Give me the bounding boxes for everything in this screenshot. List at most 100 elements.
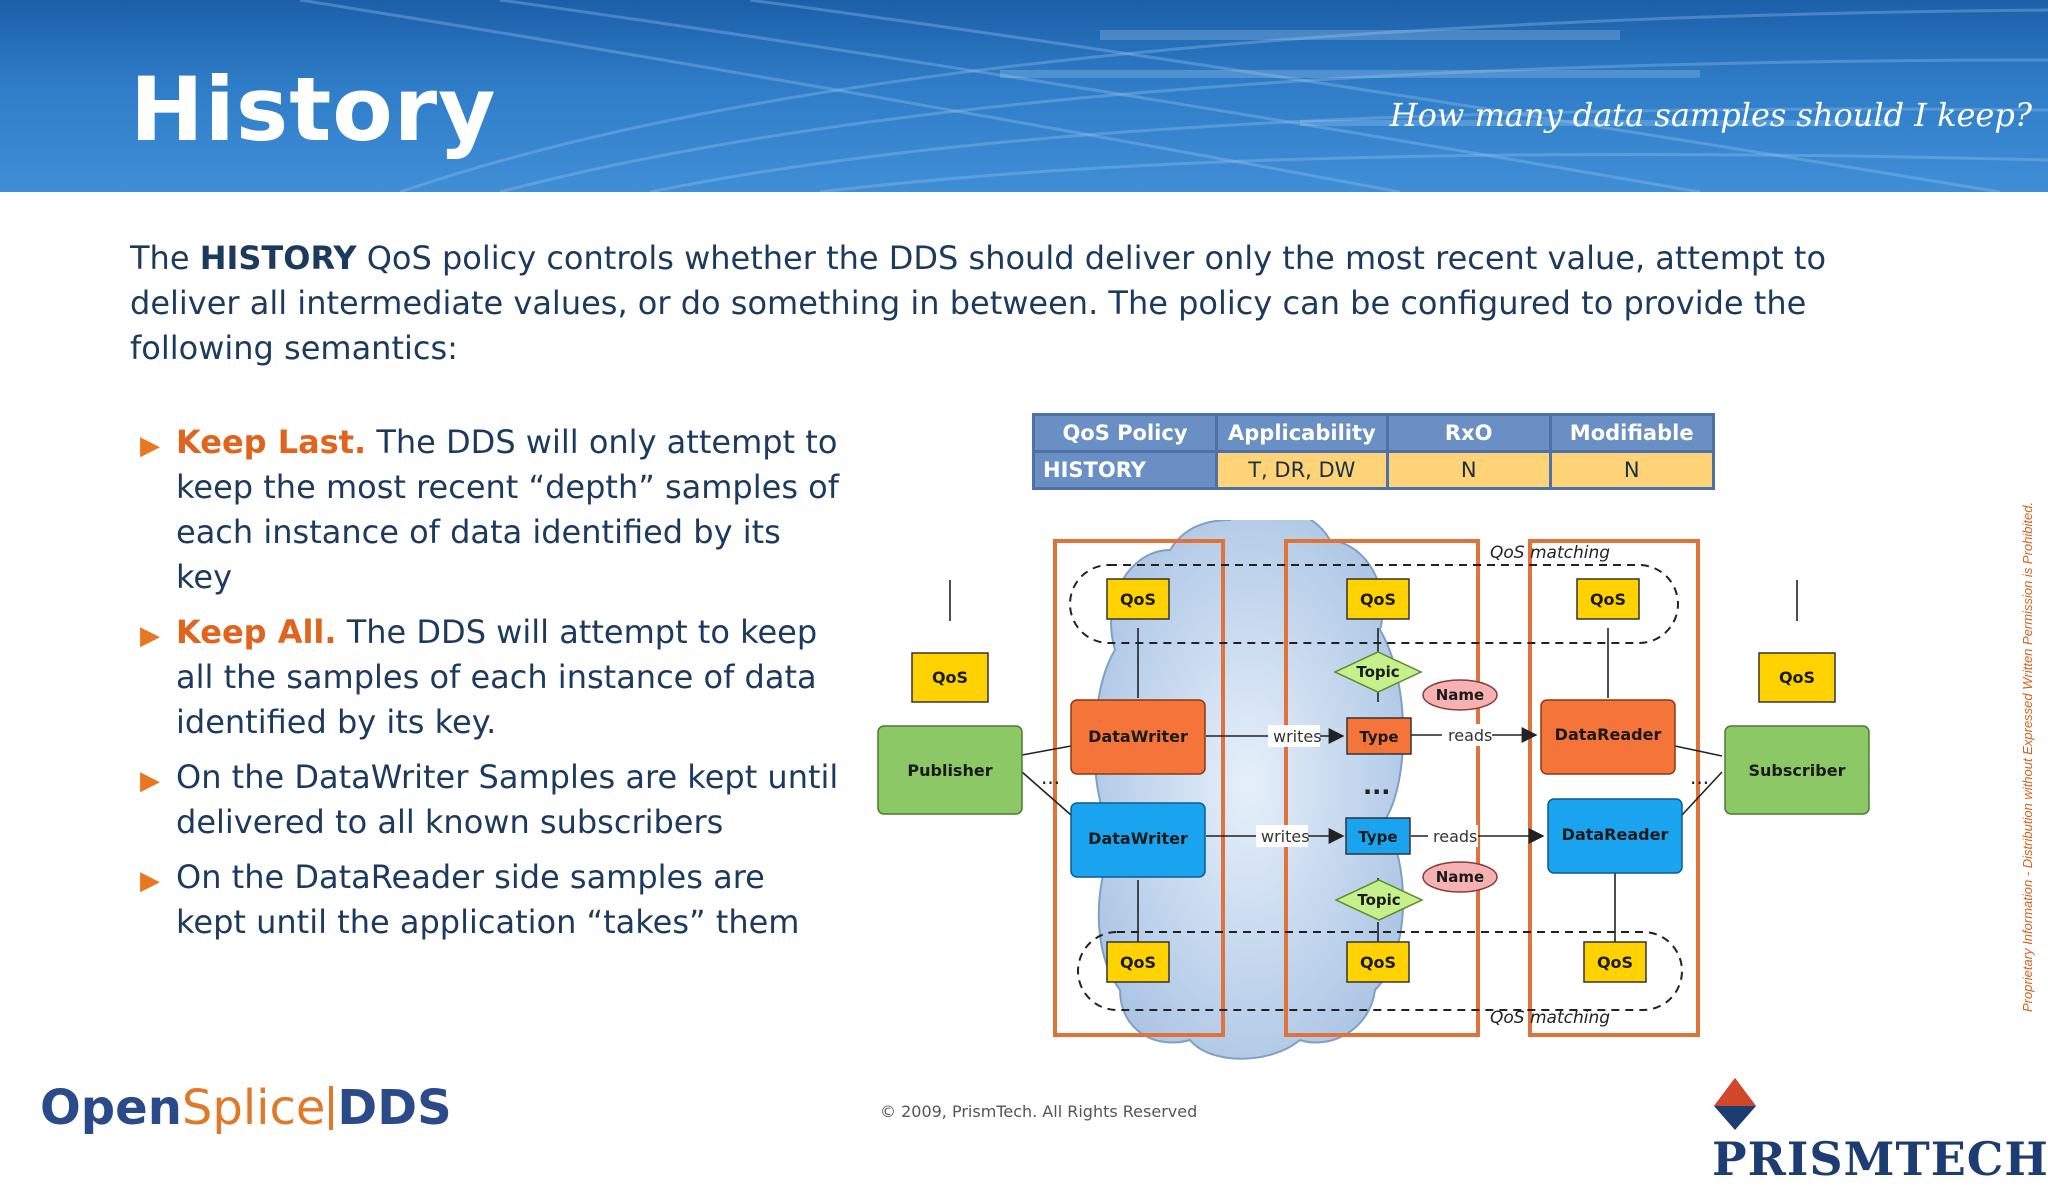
qos-label: QoS [1360, 590, 1396, 609]
network-cloud [1093, 520, 1405, 1060]
qos-matching-label: QoS matching [1490, 543, 1610, 563]
intro-post: QoS policy controls whether the DDS shou… [130, 239, 1827, 367]
bullet-text: The DDS will only attempt to keep the mo… [176, 423, 839, 596]
intro-pre: The [130, 239, 200, 277]
type-label: Type [1358, 828, 1397, 846]
prism-icon [1714, 1078, 1756, 1130]
prismtech-logo: PRISMTECH [1712, 1076, 2048, 1186]
datawriter-label: DataWriter [1088, 727, 1188, 746]
name-ellipse [1422, 679, 1498, 711]
reads-label: reads [1433, 827, 1477, 846]
intro-paragraph: The HISTORY QoS policy controls whether … [130, 236, 1890, 371]
bullet-arrow-icon: ▶ [140, 866, 160, 896]
bullet-arrow-icon: ▶ [140, 431, 160, 461]
logo-open-text: Open [40, 1080, 182, 1136]
logo-dds-text: DDS [337, 1080, 452, 1136]
publisher-box [877, 725, 1023, 815]
ellipsis-center: ... [1363, 772, 1390, 800]
bullet-key: Keep All. [176, 613, 337, 651]
name-label: Name [1436, 686, 1484, 704]
qos-label: QoS [1590, 590, 1626, 609]
ellipsis-left: ... [1041, 765, 1060, 789]
subscriber-label: Subscriber [1749, 761, 1846, 780]
datawriter-box [1070, 699, 1206, 775]
qos-box [1758, 652, 1836, 703]
table-header: QoS Policy [1032, 413, 1218, 453]
reader-frame [1528, 539, 1700, 1037]
bullet-list: ▶ Keep Last. The DDS will only attempt to… [140, 420, 840, 955]
datareader-box [1540, 699, 1676, 775]
type-label: Type [1359, 728, 1398, 746]
reads-label: reads [1448, 726, 1492, 745]
datawriter-box [1070, 802, 1206, 878]
table-cell: HISTORY [1032, 450, 1218, 490]
table-header-row: QoS Policy Applicability RxO Modifiable [1032, 413, 1715, 453]
type-box [1345, 817, 1411, 855]
prismtech-text: PRISMTECH [1712, 1132, 2048, 1186]
bullet-text: The DDS will attempt to keep all the sam… [176, 613, 818, 741]
qos-box [911, 652, 989, 703]
topic-label: Topic [1357, 891, 1400, 909]
qos-label: QoS [1120, 590, 1156, 609]
bullet-datareader: ▶ On the DataReader side samples are kept… [140, 855, 840, 945]
topic-diamond [1333, 651, 1423, 693]
type-box [1346, 717, 1412, 755]
table-header: RxO [1385, 413, 1552, 453]
qos-label: QoS [932, 668, 968, 687]
topic-label: Topic [1356, 663, 1399, 681]
datareader-label: DataReader [1555, 725, 1662, 744]
table-row: HISTORY T, DR, DW N N [1032, 450, 1715, 490]
datawriter-label: DataWriter [1088, 829, 1188, 848]
writer-frame [1053, 539, 1225, 1037]
qos-box [1346, 578, 1410, 620]
page-subtitle: How many data samples should I keep? [1389, 96, 2032, 134]
bullet-arrow-icon: ▶ [140, 621, 160, 651]
ellipsis-right: ... [1690, 765, 1709, 789]
bullet-text: On the DataReader side samples are kept … [176, 858, 800, 941]
dds-architecture-diagram: QoS matching QoS matching ... ... ... wr… [877, 520, 1870, 1060]
qos-matching-label: QoS matching [1490, 1008, 1610, 1028]
topic-diamond [1334, 879, 1424, 921]
table-header: Applicability [1215, 413, 1389, 453]
header-banner: History How many data samples should I k… [0, 0, 2048, 192]
frames [1053, 539, 1700, 1037]
topic-frame [1284, 539, 1480, 1037]
copyright-text: © 2009, PrismTech. All Rights Reserved [880, 1102, 1198, 1121]
name-ellipse [1422, 861, 1498, 893]
table-cell: T, DR, DW [1215, 450, 1389, 490]
qos-matching-bottom [1077, 931, 1683, 1011]
writes-label: writes [1261, 827, 1310, 846]
bullet-arrow-icon: ▶ [140, 766, 160, 796]
qos-box [1106, 941, 1170, 983]
bullet-keep-last: ▶ Keep Last. The DDS will only attempt to… [140, 420, 840, 600]
intro-bold: HISTORY [199, 239, 357, 277]
writes-label: writes [1273, 727, 1322, 746]
proprietary-note: Proprietary Information - Distribution w… [2020, 501, 2035, 1012]
bullet-key: Keep Last. [176, 423, 367, 461]
banner-background [299, 0, 2048, 192]
bullet-keep-all: ▶ Keep All. The DDS will attempt to keep … [140, 610, 840, 745]
qos-policy-table: QoS Policy Applicability RxO Modifiable … [1032, 413, 1715, 490]
publisher-label: Publisher [907, 761, 992, 780]
qos-box [1346, 941, 1410, 983]
name-label: Name [1436, 868, 1484, 886]
qos-label: QoS [1597, 953, 1633, 972]
datareader-label: DataReader [1562, 825, 1669, 844]
logo-splice-text: Splice [181, 1080, 326, 1136]
subscriber-box [1724, 725, 1870, 815]
qos-box [1106, 578, 1170, 620]
logo-divider [329, 1086, 334, 1130]
qos-box [1576, 578, 1640, 620]
qos-label: QoS [1779, 668, 1815, 687]
table-cell: N [1548, 450, 1715, 490]
qos-label: QoS [1120, 953, 1156, 972]
qos-matching-top [1069, 564, 1679, 644]
bullet-datawriter: ▶ On the DataWriter Samples are kept unti… [140, 755, 840, 845]
bullet-text: On the DataWriter Samples are kept until… [176, 758, 839, 841]
page-title: History [130, 58, 497, 161]
qos-box [1583, 941, 1647, 983]
qos-label: QoS [1360, 953, 1396, 972]
table-cell: N [1385, 450, 1552, 490]
datareader-box [1547, 798, 1683, 874]
